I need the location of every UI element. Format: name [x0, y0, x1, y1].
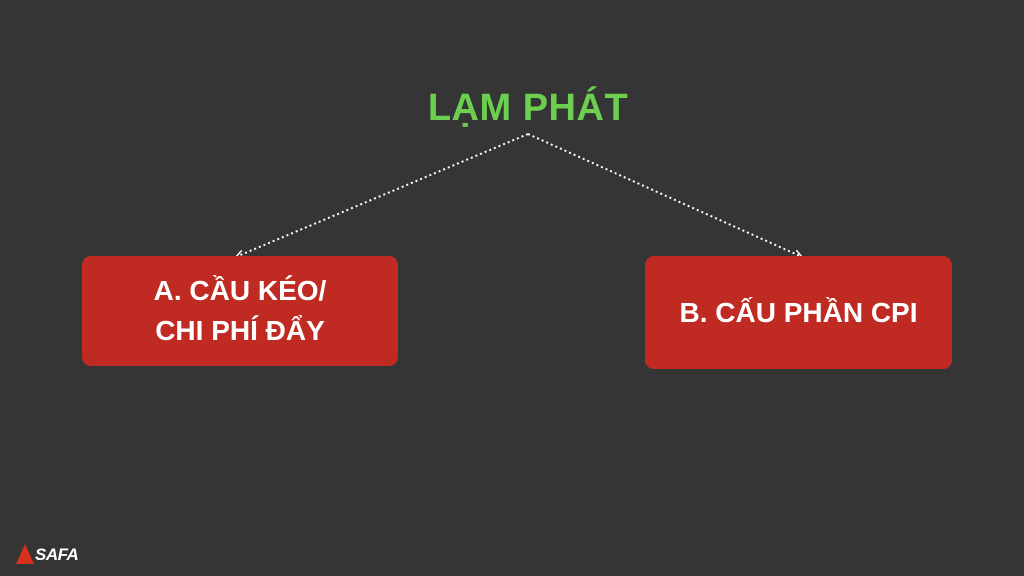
- logo-text: SAFA: [35, 545, 79, 564]
- node-b-box: B. CẤU PHẦN CPI: [645, 256, 952, 369]
- node-a-text: A. CẦU KÉO/ CHI PHÍ ĐẨY: [154, 271, 327, 351]
- node-a-box: A. CẦU KÉO/ CHI PHÍ ĐẨY: [82, 256, 398, 366]
- node-a-line-1: A. CẦU KÉO/: [153, 275, 327, 306]
- safa-logo: SAFA: [16, 540, 79, 566]
- root-node-title: LẠM PHÁT: [427, 87, 629, 129]
- connector-root-to-a: [238, 133, 529, 256]
- triangle-logo-icon: [16, 544, 34, 564]
- connector-root-to-b: [527, 133, 800, 256]
- node-a-line-2: CHI PHÍ ĐẨY: [155, 315, 325, 346]
- node-b-text: B. CẤU PHẦN CPI: [679, 293, 917, 333]
- node-b-line-1: B. CẤU PHẦN CPI: [679, 296, 918, 328]
